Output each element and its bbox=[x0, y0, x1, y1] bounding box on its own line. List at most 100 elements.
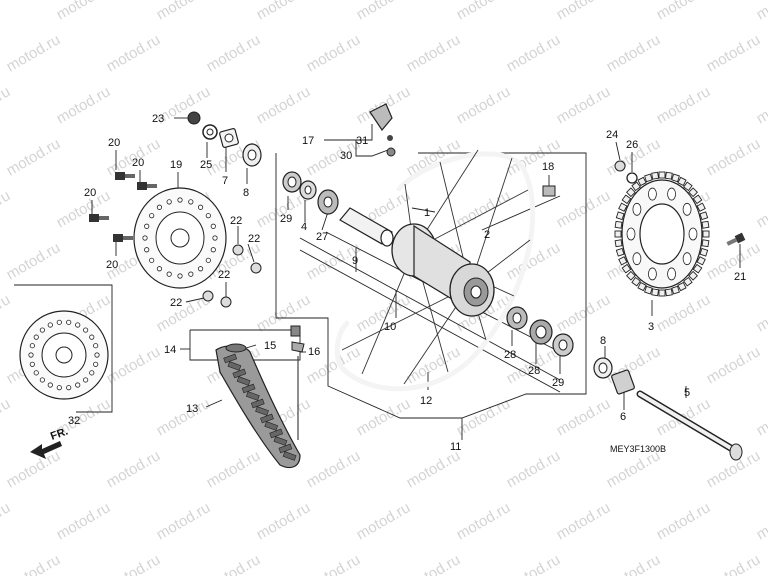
callout-9: 9 bbox=[352, 255, 358, 267]
callout-2: 2 bbox=[484, 229, 490, 241]
callout-8-left: 8 bbox=[243, 187, 249, 199]
watermark-text: motod.ru bbox=[404, 551, 464, 576]
callout-19: 19 bbox=[170, 159, 182, 171]
watermark-text: motod.ru bbox=[654, 0, 714, 23]
callout-22-a: 22 bbox=[230, 215, 242, 227]
callout-20-a: 20 bbox=[108, 137, 120, 149]
watermark-text: motod.ru bbox=[454, 499, 514, 543]
callout-11: 11 bbox=[450, 441, 461, 453]
watermark-text: motod.ru bbox=[304, 551, 364, 576]
watermark-text: motod.ru bbox=[4, 551, 64, 576]
callout-20-d: 20 bbox=[106, 259, 118, 271]
callout-22-b: 22 bbox=[248, 233, 260, 245]
callout-29-a: 29 bbox=[280, 213, 292, 225]
callout-16: 16 bbox=[308, 346, 320, 358]
callout-17: 17 bbox=[302, 135, 314, 147]
watermark-text: motod.ru bbox=[454, 83, 514, 127]
distance-collar bbox=[339, 207, 394, 247]
watermark-text: motod.ru bbox=[704, 551, 764, 576]
watermark-text: motod.ru bbox=[204, 31, 264, 75]
brake-disc-left bbox=[19, 310, 109, 400]
callout-26: 26 bbox=[626, 139, 638, 151]
callout-8-right: 8 bbox=[600, 335, 606, 347]
callout-31: 31 bbox=[356, 135, 368, 147]
callout-21: 21 bbox=[734, 271, 746, 283]
watermark-text: motod.ru bbox=[604, 551, 664, 576]
disc-bolts bbox=[89, 172, 157, 242]
watermark-text: motod.ru bbox=[554, 0, 614, 23]
watermark-text: motod.ru bbox=[754, 83, 768, 127]
watermark-text: motod.ru bbox=[254, 83, 314, 127]
callout-28-a: 28 bbox=[504, 349, 516, 361]
callout-25: 25 bbox=[200, 159, 212, 171]
driven-sprocket bbox=[614, 171, 710, 297]
callout-28-b: 28 bbox=[528, 365, 540, 377]
watermark-text: motod.ru bbox=[104, 447, 164, 491]
callout-22-c: 22 bbox=[218, 269, 230, 281]
spoke-nipple bbox=[542, 185, 556, 197]
watermark-text: motod.ru bbox=[0, 0, 13, 23]
bearings-left bbox=[282, 171, 339, 215]
watermark-text: motod.ru bbox=[554, 395, 614, 439]
watermark-text: motod.ru bbox=[554, 187, 614, 231]
watermark-text: motod.ru bbox=[554, 499, 614, 543]
watermark-text: motod.ru bbox=[504, 239, 564, 283]
rim-strip-and-valve-nut bbox=[225, 325, 305, 440]
watermark-text: motod.ru bbox=[54, 499, 114, 543]
watermark-text: motod.ru bbox=[254, 0, 314, 23]
watermark-text: motod.ru bbox=[54, 83, 114, 127]
watermark-text: motod.ru bbox=[154, 0, 214, 23]
watermark-text: motod.ru bbox=[0, 291, 13, 335]
watermark-text: motod.ru bbox=[4, 135, 64, 179]
watermark-text: motod.ru bbox=[254, 499, 314, 543]
callout-10: 10 bbox=[384, 321, 396, 333]
watermark-text: motod.ru bbox=[354, 499, 414, 543]
watermark-text: motod.ru bbox=[704, 135, 764, 179]
callout-20-b: 20 bbox=[132, 157, 144, 169]
callout-22-d: 22 bbox=[170, 297, 182, 309]
watermark-text: motod.ru bbox=[704, 343, 764, 387]
disc-nuts bbox=[202, 244, 262, 308]
watermark-text: motod.ru bbox=[54, 0, 114, 23]
watermark-text: motod.ru bbox=[404, 447, 464, 491]
watermark-text: motod.ru bbox=[154, 395, 214, 439]
diagram-code: MEY3F1300B bbox=[610, 444, 666, 454]
watermark-text: motod.ru bbox=[554, 83, 614, 127]
watermark-text: motod.ru bbox=[754, 395, 768, 439]
watermark-text: motod.ru bbox=[104, 551, 164, 576]
front-direction-arrow: FR. bbox=[30, 425, 70, 459]
watermark-text: motod.ru bbox=[304, 31, 364, 75]
watermark-text: motod.ru bbox=[4, 239, 64, 283]
bearings-right bbox=[506, 306, 574, 357]
watermark-text: motod.ru bbox=[504, 31, 564, 75]
watermark-text: motod.ru bbox=[204, 447, 264, 491]
tire bbox=[215, 345, 301, 469]
callout-5: 5 bbox=[684, 387, 690, 399]
callout-6: 6 bbox=[620, 411, 626, 423]
front-label: FR. bbox=[49, 425, 70, 442]
callout-labels: 1 2 3 4 5 6 7 8 8 9 10 11 12 13 14 15 16… bbox=[68, 113, 746, 453]
watermark-text: motod.ru bbox=[0, 83, 13, 127]
watermark-text: motod.ru bbox=[0, 395, 13, 439]
callout-12: 12 bbox=[420, 395, 432, 407]
callout-3: 3 bbox=[648, 321, 654, 333]
callout-32: 32 bbox=[68, 415, 80, 427]
watermark-text: motod.ru bbox=[654, 499, 714, 543]
callout-20-c: 20 bbox=[84, 187, 96, 199]
watermark-text: motod.ru bbox=[604, 31, 664, 75]
watermark-text: motod.ru bbox=[4, 31, 64, 75]
callout-14: 14 bbox=[164, 344, 176, 356]
callout-23: 23 bbox=[152, 113, 164, 125]
callout-29-b: 29 bbox=[552, 377, 564, 389]
watermark-text: motod.ru bbox=[0, 499, 13, 543]
wheel-hub bbox=[391, 223, 495, 317]
watermark-text: motod.ru bbox=[504, 551, 564, 576]
callout-1: 1 bbox=[424, 207, 430, 219]
watermark-text: motod.ru bbox=[454, 0, 514, 23]
watermark-text: motod.ru bbox=[554, 291, 614, 335]
watermark-text: motod.ru bbox=[304, 447, 364, 491]
callout-30: 30 bbox=[340, 150, 352, 162]
watermark-text: motod.ru bbox=[354, 0, 414, 23]
callout-24: 24 bbox=[606, 129, 618, 141]
